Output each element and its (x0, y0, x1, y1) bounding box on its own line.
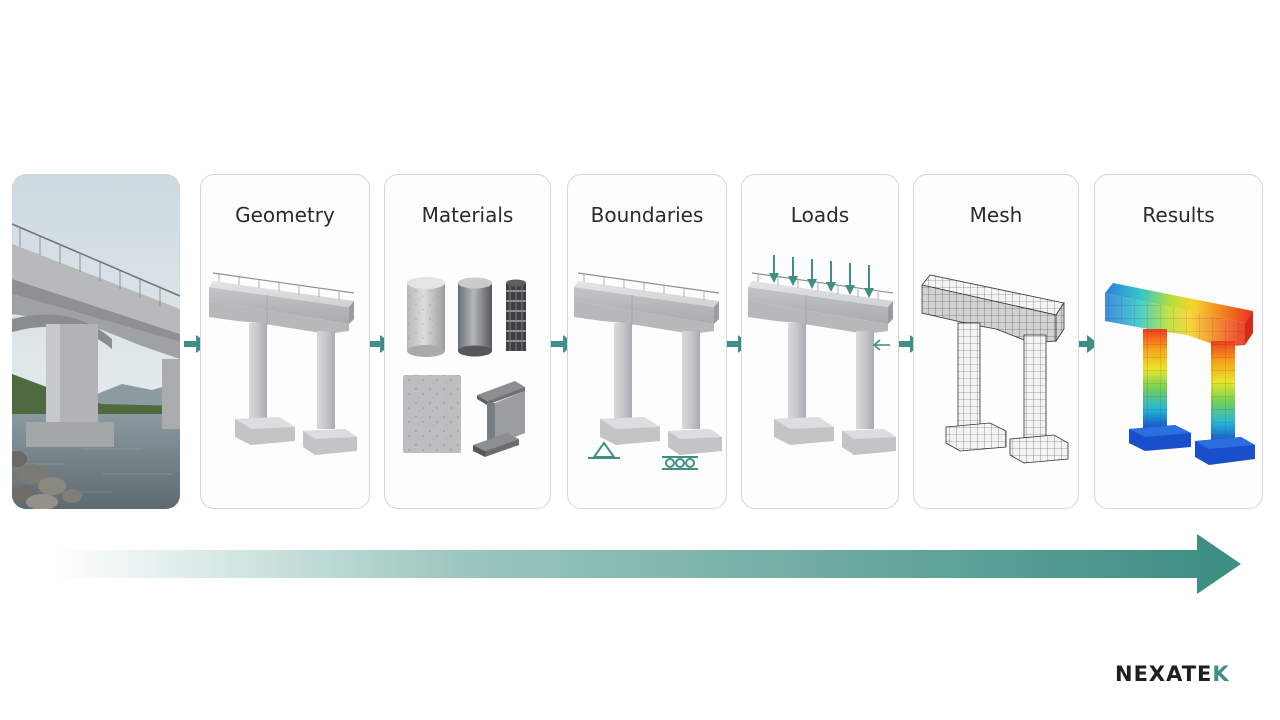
rebar-cage-icon (506, 279, 526, 351)
concrete-cylinder-icon (407, 277, 445, 357)
step-title: Mesh (969, 203, 1023, 227)
step-card-materials: Materials (384, 174, 551, 509)
step-arrow-icon (1075, 335, 1099, 353)
bridge-pier-icon (573, 272, 723, 456)
progress-arrow-icon (55, 534, 1241, 594)
step-title: Boundaries (590, 203, 704, 227)
step-card-geometry: Geometry (200, 174, 370, 509)
bridge-pier-icon (747, 272, 897, 456)
step-card-boundaries: Boundaries (567, 174, 727, 509)
step-card-loads: Loads (741, 174, 899, 509)
steel-cylinder-icon (458, 277, 492, 357)
results-contour-pier-icon (1105, 283, 1255, 465)
load-arrow-icon (769, 255, 874, 298)
step-card-results: Results (1094, 174, 1263, 509)
brand-accent: K (1212, 662, 1230, 686)
concrete-block-icon (403, 375, 461, 453)
mesh-pier-icon (921, 274, 1069, 464)
step-title: Results (1142, 203, 1215, 227)
step-title: Geometry (235, 203, 335, 227)
bridge-pier-icon (208, 272, 358, 456)
load-arrow-icon (872, 339, 890, 351)
brand-logo: NEXATEK (1115, 662, 1230, 686)
step-title: Materials (421, 203, 514, 227)
bridge-photo (12, 174, 180, 509)
pin-support-icon (588, 441, 620, 459)
step-card-mesh: Mesh (913, 174, 1079, 509)
brand-name: NEXATE (1115, 662, 1213, 686)
steel-ibeam-icon (473, 381, 525, 457)
step-title: Loads (790, 203, 850, 227)
roller-support-icon (662, 456, 698, 470)
